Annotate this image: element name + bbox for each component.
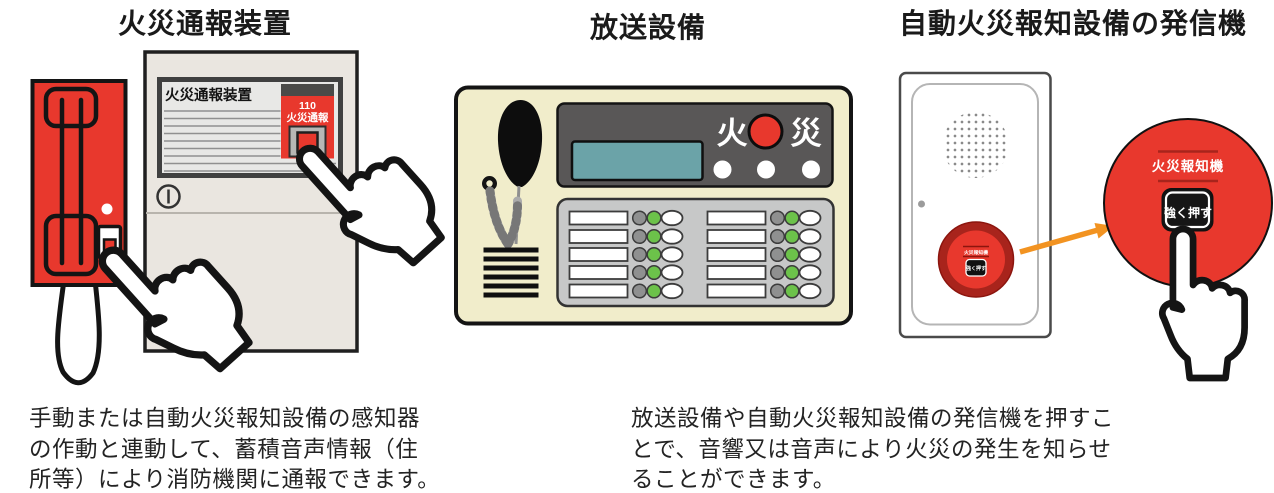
speaker-dots-icon	[942, 112, 1009, 178]
small-alarm-button-label: 強く押す	[966, 265, 986, 272]
section-title-fire-call-device: 火災通報装置	[117, 8, 292, 39]
transmitter-illustration: 火災報知機 強く押す 火災報知機 強く押す	[898, 71, 1273, 378]
fire-indicator-right: 災	[791, 116, 823, 151]
display-label: 火災通報装置	[165, 86, 252, 104]
fire-indicator-left: 火	[717, 116, 748, 151]
enlarged-alarm: 火災報知機 強く押す	[1103, 118, 1273, 288]
speaker-grille-icon	[483, 247, 539, 298]
broadcast-equipment-illustration: 火 災	[454, 85, 853, 326]
section-title-transmitter: 自動火災報知設備の発信機	[898, 8, 1247, 39]
small-alarm-label: 火災報知機	[964, 249, 988, 256]
fire-call-device-illustration: 火災通報装置 110 火災通報	[30, 50, 457, 389]
fire-lamp	[747, 113, 784, 150]
section-title-broadcast-equipment: 放送設備	[589, 12, 706, 43]
panel-screw	[918, 200, 925, 208]
caption-fire-call-device: 手動または自動火災報知設備の感知器 の作動と連動して、蓄積音声情報（住 所等）に…	[29, 404, 440, 493]
module-buttons	[713, 160, 820, 179]
caption-transmitter: 放送設備や自動火災報知設備の発信機を押すこ とで、音響又は音声により火災の発生を…	[631, 404, 1114, 493]
small-alarm: 火災報知機 強く押す	[937, 221, 1015, 298]
power-circle-icon	[156, 184, 181, 209]
emergency-button-text: 火災通報	[287, 111, 329, 124]
lcd-display	[570, 140, 704, 182]
emergency-button-number: 110	[299, 100, 316, 112]
phone-cord	[55, 279, 102, 386]
button-block-header	[281, 84, 334, 96]
press-hard-button-label: 強く押す	[1164, 205, 1212, 220]
caption-line: 所等）により消防機関に通報できます。	[29, 467, 441, 492]
caption-line: 手動または自動火災報知設備の感知器	[29, 406, 421, 431]
alarm-label: 火災報知機	[1152, 158, 1225, 174]
caption-line: とで、音響又は音声により火災の発生を知らせ	[631, 436, 1112, 462]
phone-indicator-dot	[101, 203, 113, 215]
microphone-icon	[497, 100, 543, 187]
caption-line: の作動と連動して、蓄積音声情報（住	[29, 436, 419, 462]
phone-handset	[43, 86, 99, 277]
caption-line: 放送設備や自動火災報知設備の発信機を押すこ	[631, 406, 1115, 431]
mic-coiled-cord	[485, 186, 523, 249]
caption-line: ることができます。	[631, 467, 836, 492]
